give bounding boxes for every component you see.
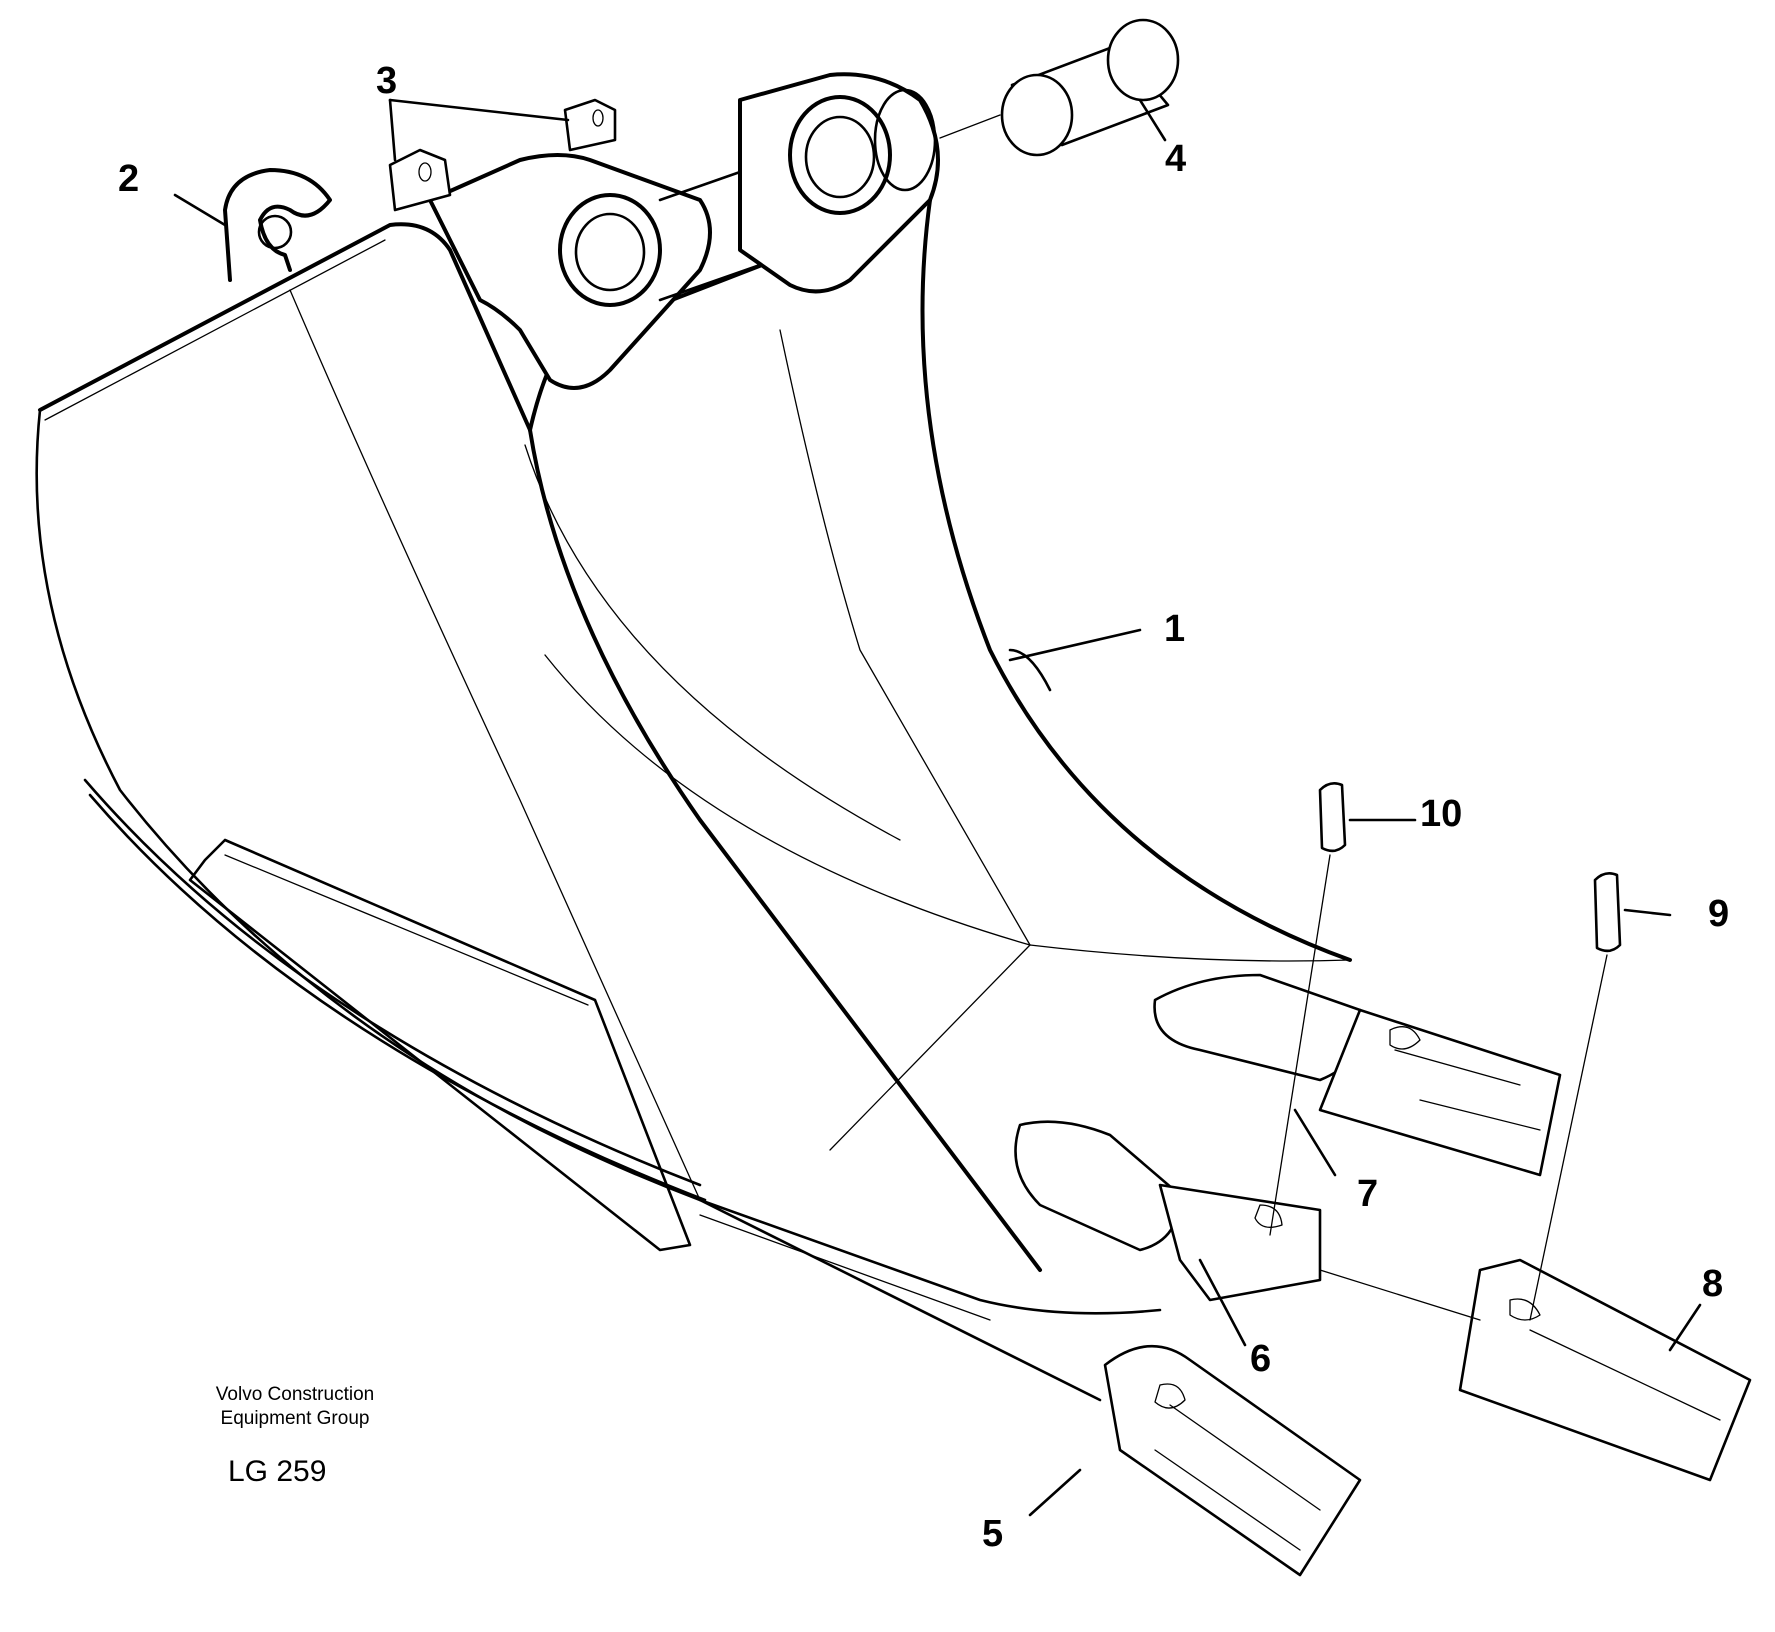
callout-10: 10 bbox=[1420, 793, 1463, 835]
callout-2: 2 bbox=[118, 158, 140, 200]
callout-5: 5 bbox=[982, 1513, 1004, 1555]
bushing bbox=[939, 18, 1180, 157]
front-tooth bbox=[1103, 1344, 1362, 1577]
callout-9: 9 bbox=[1708, 893, 1730, 935]
lifting-hook bbox=[223, 168, 332, 282]
callout-8: 8 bbox=[1702, 1263, 1724, 1305]
credit-line-2: Equipment Group bbox=[220, 1407, 370, 1429]
hinge-brackets bbox=[428, 72, 940, 390]
bucket-body bbox=[35, 198, 1352, 1402]
callout-3: 3 bbox=[376, 60, 398, 102]
upper-adapter bbox=[1153, 973, 1562, 1177]
credit-block: Volvo Construction Equipment Group bbox=[180, 1383, 410, 1431]
callout-6: 6 bbox=[1250, 1338, 1272, 1380]
leader-lines bbox=[173, 98, 1702, 1517]
loose-tooth bbox=[1319, 1258, 1752, 1482]
callout-4: 4 bbox=[1165, 138, 1187, 180]
tab-brackets bbox=[388, 98, 617, 212]
lower-adapter bbox=[1014, 1120, 1322, 1302]
retainer-pins bbox=[1269, 782, 1622, 1321]
callout-7: 7 bbox=[1357, 1173, 1379, 1215]
credit-line-1: Volvo Construction bbox=[215, 1384, 375, 1405]
callout-1: 1 bbox=[1164, 608, 1186, 650]
drawing-code: LG 259 bbox=[228, 1455, 327, 1488]
